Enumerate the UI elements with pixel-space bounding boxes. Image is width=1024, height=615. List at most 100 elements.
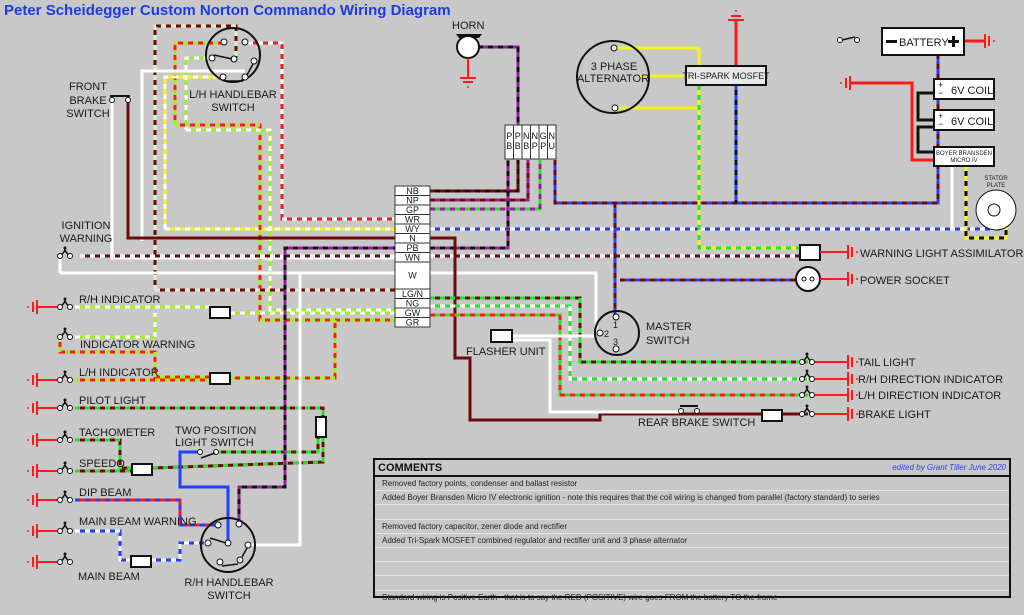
wire-blue-hl	[178, 450, 230, 543]
comments-panel: COMMENTS edited by Grant Tiller June 202…	[373, 458, 1011, 602]
flasher-unit[interactable]: FLASHER UNIT	[466, 329, 546, 358]
lamp-main-beam-warning[interactable]: MAIN BEAM WARNING	[37, 516, 197, 534]
wire-lh-red-green	[173, 41, 224, 125]
wire-lightgreen-lh	[186, 128, 395, 312]
front-brake-switch[interactable]: FRONT BRAKE SWITCH	[66, 81, 131, 120]
wire-n	[430, 236, 762, 422]
two-position-light-switch[interactable]: TWO POSITION LIGHT SWITCH	[175, 425, 256, 459]
svg-text:PLATE: PLATE	[987, 183, 1006, 189]
lamp-icon	[799, 352, 815, 365]
harness-pin-label: GW	[405, 308, 421, 318]
lamp-main-beam[interactable]: MAIN BEAM	[37, 552, 140, 584]
lamp-speedo[interactable]: SPEEDO	[37, 458, 125, 474]
svg-text:MAIN BEAM: MAIN BEAM	[78, 571, 140, 583]
wire-rh-pb	[237, 246, 395, 524]
ground-icon	[27, 493, 38, 507]
lamp-icon	[57, 327, 73, 340]
wire-ng	[430, 296, 808, 364]
wire-speedo	[151, 437, 325, 470]
horn-icon	[456, 35, 480, 59]
ground-icon	[27, 373, 38, 387]
tri-spark-mosfet[interactable]: TRI-SPARK MOSFET	[682, 65, 770, 86]
svg-text:POWER SOCKET: POWER SOCKET	[860, 275, 950, 287]
lamp-l-h-indicator[interactable]: L/H INDICATOR	[37, 367, 159, 383]
svg-text:+: +	[938, 111, 943, 121]
svg-text:DIP BEAM: DIP BEAM	[79, 487, 131, 499]
boyer-bransden-ignition[interactable]: BOYER BRANSDEN MICRO IV	[933, 146, 995, 167]
master-switch[interactable]: 1 2 3 MASTER SWITCH	[594, 310, 692, 356]
wire-tacho	[75, 438, 132, 470]
ground-icon	[847, 372, 858, 386]
svg-text:BRAKE: BRAKE	[69, 95, 106, 107]
svg-text:U: U	[549, 141, 556, 151]
lamp-icon	[57, 297, 73, 310]
resistor-lh-indicator	[209, 372, 231, 385]
alternator[interactable]: 3 PHASE ALTERNATOR	[576, 40, 650, 114]
wire-white-brake	[110, 100, 395, 260]
ground-icon	[840, 76, 851, 90]
coil-2[interactable]: + − 6V COIL	[933, 109, 995, 131]
wire-two-pos	[216, 437, 320, 454]
lamp-pilot-light[interactable]: PILOT LIGHT	[37, 395, 146, 411]
lamp-l-h-direction-indicator[interactable]: L/H DIRECTION INDICATOR	[799, 385, 1002, 403]
svg-text:R/H HANDLEBAR: R/H HANDLEBAR	[184, 577, 273, 589]
harness-pin-label: GR	[406, 317, 420, 327]
svg-text:REAR BRAKE SWITCH: REAR BRAKE SWITCH	[638, 417, 755, 429]
harness-pin-label: N	[409, 233, 416, 243]
ground-icon	[27, 555, 38, 569]
wire-pb	[430, 160, 510, 250]
wire-lh-switch-brown	[153, 24, 238, 290]
power-socket[interactable]: POWER SOCKET	[795, 266, 950, 292]
lamp-indicator-warning[interactable]: INDICATOR WARNING	[57, 327, 196, 352]
battery-switch[interactable]	[837, 36, 860, 43]
wire-wy-yellow	[163, 75, 220, 229]
stator-plate[interactable]: STATOR PLATE	[975, 176, 1017, 231]
lamp-r-h-direction-indicator[interactable]: R/H DIRECTION INDICATOR	[799, 369, 1004, 387]
svg-text:B: B	[506, 141, 512, 151]
lamp-r-h-indicator[interactable]: R/H INDICATOR	[37, 294, 161, 310]
battery[interactable]: BATTERY	[881, 27, 965, 56]
svg-text:IGNITION: IGNITION	[62, 220, 111, 232]
lamp-icon	[799, 369, 815, 382]
lamp-icon	[57, 398, 73, 411]
svg-text:TRI-SPARK MOSFET: TRI-SPARK MOSFET	[682, 71, 770, 81]
coil-1[interactable]: + − 6V COIL	[933, 78, 995, 100]
rh-handlebar-switch[interactable]: R/H HANDLEBAR SWITCH	[184, 517, 274, 602]
horn[interactable]: HORN	[452, 20, 484, 59]
svg-text:HORN: HORN	[452, 20, 484, 32]
ground-icon	[984, 34, 995, 48]
wire-nb	[430, 160, 520, 193]
svg-text:L/H HANDLEBAR: L/H HANDLEBAR	[189, 89, 276, 101]
wire-dip	[75, 498, 218, 527]
svg-text:PILOT LIGHT: PILOT LIGHT	[79, 395, 146, 407]
svg-text:N: N	[549, 131, 556, 141]
lamp-icon	[57, 246, 73, 259]
lamp-tail-light[interactable]: TAIL LIGHT	[799, 352, 916, 370]
ground-icon	[27, 433, 38, 447]
ignition-warning[interactable]: IGNITION WARNING	[60, 220, 113, 245]
lamp-icon	[799, 385, 815, 398]
ground-icon	[847, 272, 858, 286]
wire-ind-warn-2	[58, 337, 210, 379]
svg-text:TACHOMETER: TACHOMETER	[79, 427, 155, 439]
svg-text:MICRO IV: MICRO IV	[950, 158, 977, 164]
wire-rh-white	[248, 273, 302, 547]
wire-horn	[478, 45, 520, 128]
ground-icon	[847, 355, 858, 369]
lamp-tachometer[interactable]: TACHOMETER	[37, 427, 155, 443]
resistor-pilot	[315, 416, 327, 438]
rear-brake-switch[interactable]: REAR BRAKE SWITCH	[638, 405, 783, 429]
lh-handlebar-switch[interactable]: L/H HANDLEBAR SWITCH	[189, 27, 277, 114]
svg-text:B: B	[523, 141, 529, 151]
lamp-brake-light[interactable]: BRAKE LIGHT	[799, 404, 932, 422]
warning-light-assimilator[interactable]: WARNING LIGHT ASSIMILATOR	[799, 244, 1023, 261]
minus-icon	[886, 40, 897, 43]
lamp-dip-beam[interactable]: DIP BEAM	[37, 487, 131, 503]
svg-text:WARNING: WARNING	[60, 233, 113, 245]
ground-symbols	[27, 10, 995, 569]
wire-flasher-brake	[512, 338, 680, 414]
svg-text:SWITCH: SWITCH	[211, 102, 254, 114]
svg-text:TWO POSITION: TWO POSITION	[175, 425, 256, 437]
